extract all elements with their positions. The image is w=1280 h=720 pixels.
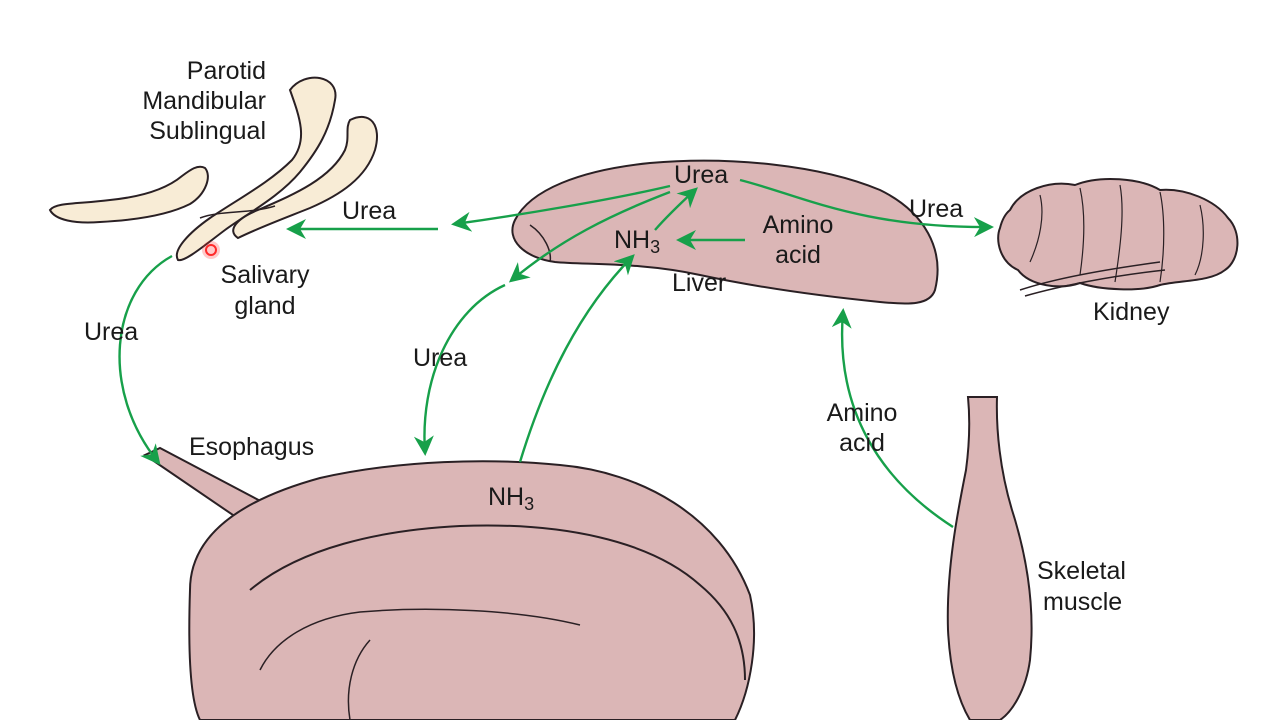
sublingual-gland-shape bbox=[48, 165, 209, 224]
label-urea-to-kidney: Urea bbox=[909, 195, 964, 223]
arrow-muscle-amino-to-liver bbox=[831, 308, 954, 529]
rumen-shape bbox=[188, 460, 755, 720]
kidney-illustration bbox=[997, 177, 1239, 297]
arrow-saliva-to-esophagus bbox=[118, 254, 173, 466]
label-urea-to-salivary: Urea bbox=[342, 197, 397, 225]
label-salivary-gland-line1: Salivary bbox=[220, 261, 310, 289]
arrow-rumen-nh3-to-liver bbox=[518, 254, 635, 463]
label-parotid: Parotid bbox=[186, 57, 266, 85]
label-nh3-liver: NH3 bbox=[614, 226, 661, 257]
salivary-glands-illustration bbox=[48, 76, 378, 262]
label-nh3-rumen: NH3 bbox=[488, 483, 535, 514]
rumen-illustration bbox=[188, 460, 755, 720]
label-amino-liver-line2: acid bbox=[775, 241, 821, 269]
label-urea-to-rumen: Urea bbox=[413, 344, 468, 372]
label-sublingual: Sublingual bbox=[149, 117, 266, 145]
kidney-shape bbox=[997, 177, 1239, 291]
skeletal-muscle-shape bbox=[946, 396, 1033, 720]
label-esophagus: Esophagus bbox=[189, 433, 315, 461]
arrow-nh3-to-urea bbox=[654, 187, 698, 231]
arrow-liver-to-urea-left bbox=[451, 184, 671, 232]
label-mandibular: Mandibular bbox=[142, 87, 266, 115]
arrow-urea-down-to-rumen-upper bbox=[508, 190, 671, 283]
label-salivary-gland-line2: gland bbox=[234, 292, 296, 320]
label-kidney: Kidney bbox=[1093, 298, 1170, 326]
label-amino-muscle-line2: acid bbox=[839, 429, 885, 457]
label-skeletal-muscle-line2: muscle bbox=[1043, 588, 1123, 616]
label-liver: Liver bbox=[672, 269, 727, 297]
arrow-urea-to-rumen bbox=[413, 283, 506, 456]
label-urea-liver: Urea bbox=[674, 161, 729, 189]
label-skeletal-muscle-line1: Skeletal bbox=[1037, 557, 1126, 585]
label-amino-muscle-line1: Amino bbox=[826, 399, 898, 427]
cursor-indicator bbox=[202, 241, 220, 259]
arrow-urea-to-kidney bbox=[739, 178, 994, 238]
label-urea-saliva-flow: Urea bbox=[84, 318, 139, 346]
label-amino-liver-line1: Amino bbox=[762, 211, 834, 239]
